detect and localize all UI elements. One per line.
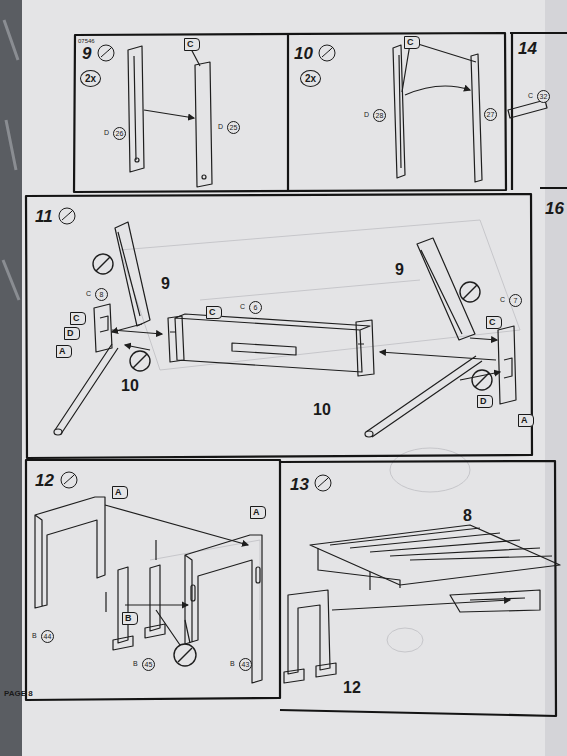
step-number: 16 [545,200,564,217]
attach-point-flag: C [70,312,86,325]
part-number: 44 [41,630,54,643]
attach-point-flag: B [122,612,138,625]
sprue-letter: C [86,290,91,297]
subassembly-number: 8 [462,508,473,524]
part-number: 43 [239,658,252,671]
part-number: 25 [227,121,240,134]
step-number: 14 [518,40,537,57]
attach-point-flag: D [64,327,80,340]
subassembly-number: 10 [312,402,332,418]
attach-point-flag: A [56,345,72,358]
part-number: 6 [249,301,262,314]
sprue-letter: D [364,111,369,118]
part-number: 32 [537,90,550,103]
part-number: 26 [113,127,126,140]
step-number: 12 [35,472,54,489]
attach-point-flag: C [486,316,502,329]
sprue-letter: C [240,303,245,310]
page-number: PAGE 8 [4,690,33,698]
attach-point-flag: C [206,306,222,319]
part-number: 45 [142,658,155,671]
subassembly-number: 10 [120,378,140,394]
step-number: 13 [290,476,309,493]
sprue-letter: D [104,129,109,136]
subassembly-number: 12 [342,680,362,696]
sprue-letter: D [218,123,223,130]
attach-point-flag: C [184,38,200,51]
attach-point-flag: D [477,395,493,408]
sprue-letter: B [32,632,37,639]
part-number: 7 [509,294,522,307]
attach-point-flag: A [112,486,128,499]
step-number: 11 [35,208,53,225]
attach-point-flag: A [250,506,266,519]
quantity-badge: 2x [80,70,101,87]
subassembly-number: 9 [160,276,171,292]
subassembly-number: 9 [394,262,405,278]
attach-point-flag: C [404,36,420,49]
sprue-letter: B [230,660,235,667]
part-number: 28 [373,109,386,122]
step-number: 10 [294,45,313,62]
step-number: 9 [82,45,91,62]
attach-point-flag: A [518,414,534,427]
part-number: 27 [484,108,497,121]
catalogue-number: 07546 [78,38,95,44]
sprue-letter: C [500,296,505,303]
quantity-badge: 2x [300,70,321,87]
sprue-letter: C [528,92,533,99]
sprue-letter: B [133,660,138,667]
part-number: 8 [95,288,108,301]
